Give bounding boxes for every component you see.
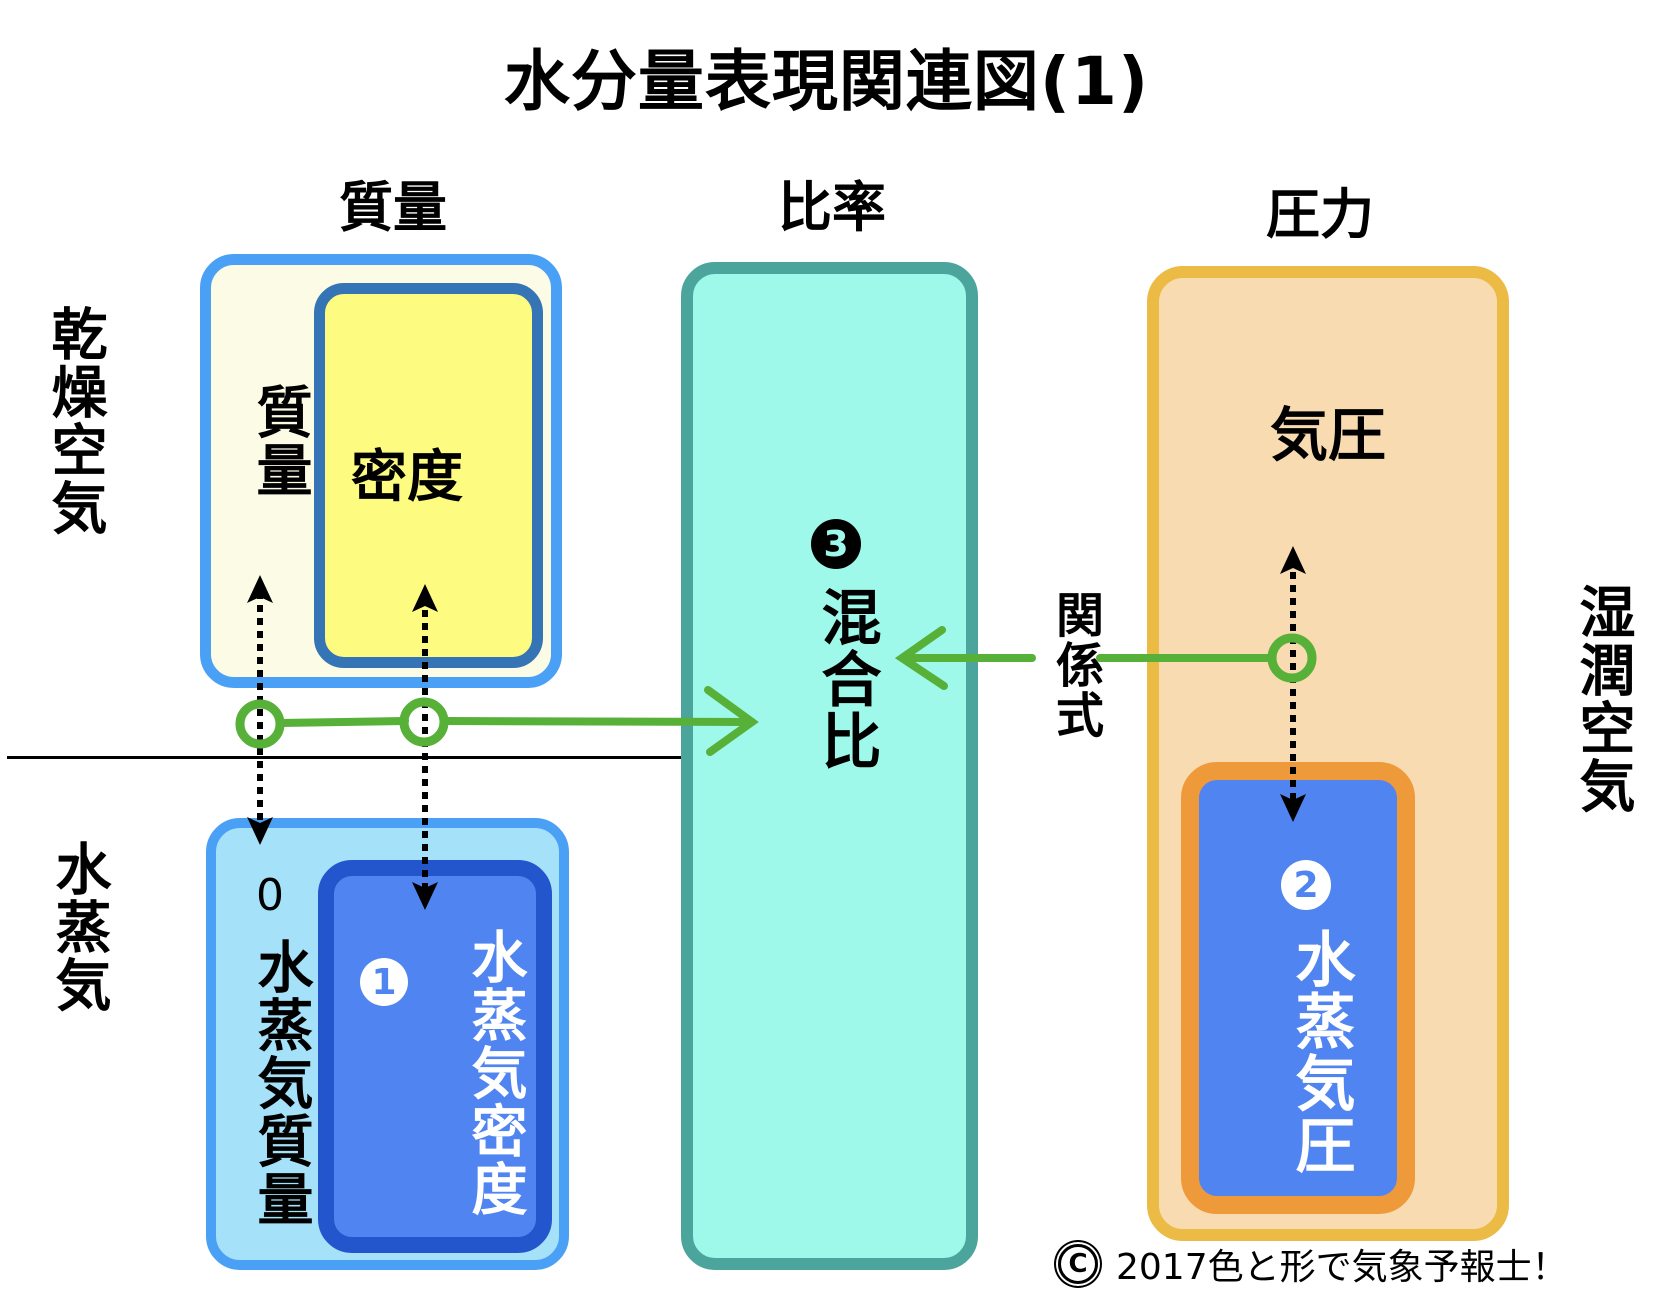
mixing-ratio-label: 混合比 [811, 586, 881, 772]
water-vapor-mass-label: 水蒸気質量 [248, 938, 313, 1228]
copyright-text: 2017色と形で気象予報士！ [1116, 1247, 1568, 1288]
dry-air-density-label: 密度 [351, 445, 463, 510]
water-vapor-density-box: 1 水蒸気密度 [318, 860, 552, 1253]
water-vapor-pressure-box: 2 水蒸気圧 [1181, 762, 1415, 1214]
row-label-moist-air: 湿潤空気 [1570, 583, 1635, 815]
badge-2-icon: 2 [1281, 860, 1331, 910]
column-header-pressure: 圧力 [1266, 183, 1374, 246]
water-vapor-pressure-label: 水蒸気圧 [1285, 928, 1355, 1176]
row-label-dry-air: 乾燥空気 [42, 305, 107, 537]
dry-air-density-box: 密度 [314, 283, 543, 668]
junction-circle-mass [235, 699, 285, 749]
column-header-ratio: 比率 [778, 176, 886, 239]
dry-vapor-divider [7, 756, 682, 759]
water-vapor-density-label: 水蒸気密度 [462, 928, 527, 1218]
vapor-mass-zero-label: 0 [256, 870, 284, 921]
air-pressure-label: 気圧 [1269, 401, 1386, 469]
row-label-water-vapor: 水蒸気 [46, 840, 111, 1014]
dry-air-mass-label: 質量 [247, 383, 312, 499]
junction-circle-density [399, 697, 449, 747]
mixing-ratio-box: 3 混合比 [681, 262, 978, 1270]
copyright-notice: C 2017色と形で気象予報士！ [1058, 1238, 1568, 1290]
badge-1-icon: 1 [360, 958, 408, 1006]
green-arrow-to-mixing-ratio [235, 686, 759, 756]
copyright-icon: C [1058, 1244, 1098, 1284]
badge-3-icon: 3 [811, 519, 861, 569]
diagram-title: 水分量表現関連図(1) [503, 43, 1150, 120]
relation-formula-label: 関係式 [1047, 590, 1103, 740]
column-header-mass: 質量 [339, 176, 447, 239]
